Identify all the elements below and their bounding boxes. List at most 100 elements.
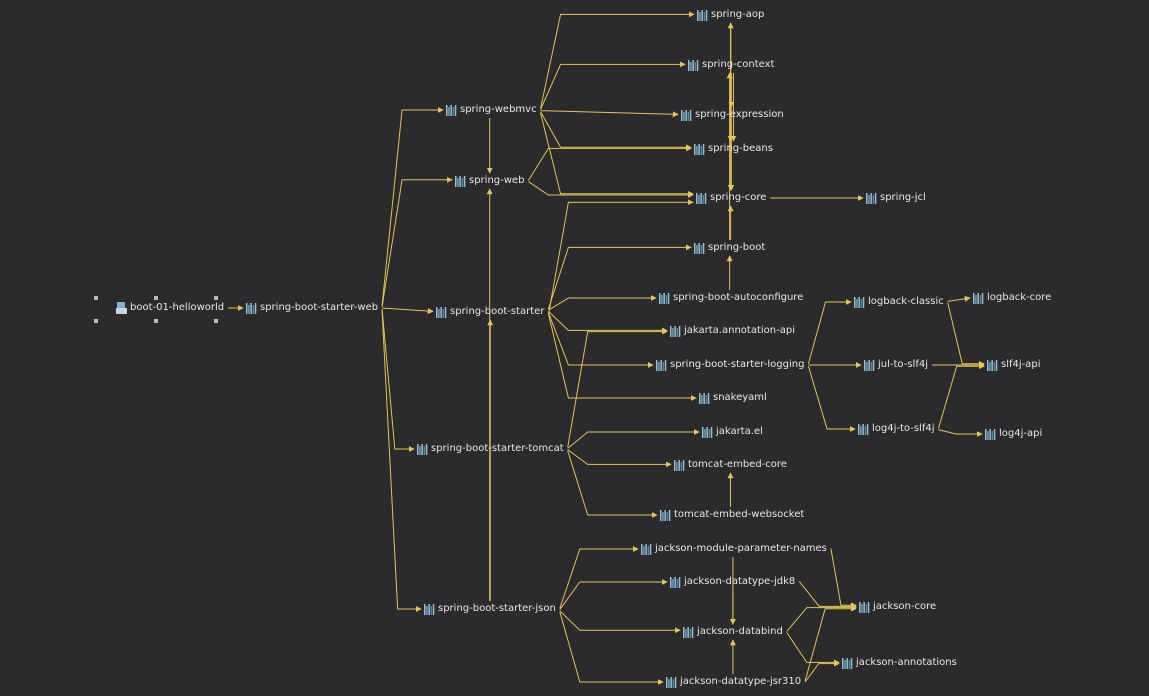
maven-artifact-icon — [694, 242, 705, 254]
selection-handle[interactable] — [154, 319, 158, 323]
dependency-node-label: spring-expression — [695, 109, 784, 120]
dependency-node-tws[interactable]: tomcat-embed-websocket — [660, 508, 804, 522]
maven-artifact-icon — [854, 296, 865, 308]
dependency-node-label: boot-01-helloworld — [130, 302, 225, 313]
dependency-node-jdk8[interactable]: jackson-datatype-jdk8 — [670, 575, 795, 589]
maven-artifact-icon — [670, 576, 681, 588]
dependency-node-logging[interactable]: spring-boot-starter-logging — [656, 358, 804, 372]
dependency-node-jcore[interactable]: jackson-core — [859, 600, 936, 614]
dependency-edge-ssw-starter — [382, 307, 434, 315]
maven-artifact-icon — [670, 325, 681, 337]
dependency-node-label: slf4j-api — [1001, 359, 1041, 370]
selection-handle[interactable] — [154, 296, 158, 300]
dependency-node-label: spring-boot-starter-json — [438, 603, 556, 614]
selection-handle[interactable] — [94, 296, 98, 300]
dependency-node-label: jackson-annotations — [856, 657, 957, 668]
dependency-node-label: spring-boot — [708, 242, 766, 253]
dependency-node-log4japi[interactable]: log4j-api — [985, 427, 1042, 441]
dependency-node-webmvc[interactable]: spring-webmvc — [446, 103, 537, 117]
dependency-node-databind[interactable]: jackson-databind — [683, 625, 783, 639]
dependency-node-tomcatstarter[interactable]: spring-boot-starter-tomcat — [417, 442, 564, 456]
dependency-edge-ssw-jsonstarter — [381, 310, 422, 612]
dependency-edge-ssw-webmvc — [381, 107, 444, 306]
dependency-node-label: spring-boot-starter-tomcat — [431, 443, 564, 454]
dependency-node-logbackclassic[interactable]: logback-classic — [854, 295, 944, 309]
maven-artifact-icon — [436, 306, 447, 318]
selection-handle[interactable] — [94, 319, 98, 323]
dependency-node-jakann[interactable]: jakarta.annotation-api — [670, 324, 795, 338]
dependency-node-context[interactable]: spring-context — [688, 58, 774, 72]
dependency-node-label: log4j-api — [999, 428, 1043, 439]
maven-artifact-icon — [696, 192, 707, 204]
dependency-edge-log4jtoslf-slf4j — [938, 363, 985, 429]
selection-handle[interactable] — [214, 319, 218, 323]
dependency-node-log4jtoslf[interactable]: log4j-to-slf4j — [858, 422, 934, 436]
dependency-node-jann[interactable]: jackson-annotations — [842, 656, 957, 670]
maven-artifact-icon — [694, 143, 705, 155]
dependency-node-root[interactable]: boot-01-helloworld — [116, 301, 224, 315]
dependency-node-label: spring-beans — [708, 143, 773, 154]
maven-artifact-icon — [699, 392, 710, 404]
dependency-edge-starter-jakann — [548, 311, 668, 334]
dependency-node-ssw[interactable]: spring-boot-starter-web — [246, 301, 378, 315]
dependency-node-starter[interactable]: spring-boot-starter — [436, 305, 544, 319]
dependency-node-aop[interactable]: spring-aop — [697, 8, 764, 22]
dependency-node-label: spring-boot-autoconfigure — [673, 292, 804, 303]
dependency-edge-tomcatstarter-jakel — [567, 429, 700, 449]
maven-artifact-icon — [697, 9, 708, 21]
dependency-node-jsonstarter[interactable]: spring-boot-starter-json — [424, 602, 556, 616]
maven-artifact-icon — [842, 657, 853, 669]
dependency-node-logbackcore[interactable]: logback-core — [973, 291, 1051, 305]
dependency-edge-web-beans — [527, 145, 692, 181]
dependency-edge-tomcatstarter-tws — [567, 450, 658, 518]
dependency-edge-starter-snakeyaml — [547, 313, 697, 401]
dependency-edge-ssw-web — [381, 176, 453, 307]
dependency-node-slf4j[interactable]: slf4j-api — [987, 358, 1041, 372]
maven-artifact-icon — [866, 192, 877, 204]
dependency-node-label: spring-core — [710, 192, 767, 203]
dependency-node-label: jackson-core — [873, 601, 937, 612]
dependency-edge-jsr310-jann — [804, 660, 840, 683]
maven-project-icon — [116, 302, 127, 314]
dependency-node-snakeyaml[interactable]: snakeyaml — [699, 391, 767, 405]
dependency-node-jcl[interactable]: spring-jcl — [866, 191, 926, 205]
maven-artifact-icon — [659, 292, 670, 304]
dependency-edge-ssw-tomcatstarter — [381, 309, 415, 452]
selection-handle[interactable] — [214, 296, 218, 300]
dependency-edge-webmvc-core — [540, 112, 694, 197]
dependency-edge-jdk8-jcore — [798, 581, 857, 610]
dependency-node-jultoslf[interactable]: jul-to-slf4j — [864, 358, 928, 372]
dependency-node-tcore[interactable]: tomcat-embed-core — [674, 458, 787, 472]
dependency-node-autoconf[interactable]: spring-boot-autoconfigure — [659, 291, 803, 305]
dependency-node-beans[interactable]: spring-beans — [694, 142, 773, 156]
dependency-edge-starter-logging — [547, 312, 654, 368]
dependency-node-expression[interactable]: spring-expression — [681, 108, 784, 122]
maven-artifact-icon — [858, 423, 869, 435]
dependency-edge-databind-jann — [786, 632, 840, 666]
dependency-edge-logbackclassic-slf4j — [947, 302, 985, 367]
dependency-node-label: log4j-to-slf4j — [872, 423, 935, 434]
dependency-node-jakel[interactable]: jakarta.el — [702, 425, 763, 439]
dependency-edge-jsonstarter-jdk8 — [559, 579, 668, 610]
dependency-edge-jmpn-jcore — [830, 548, 857, 609]
dependency-node-label: tomcat-embed-core — [688, 459, 787, 470]
dependency-node-label: spring-context — [702, 59, 775, 70]
dependency-edge-tomcatstarter-tcore — [567, 449, 672, 468]
dependency-edge-jsr310-jcore — [804, 605, 857, 681]
dependency-node-label: spring-aop — [711, 9, 765, 20]
maven-artifact-icon — [641, 543, 652, 555]
dependency-node-label: jackson-datatype-jsr310 — [680, 676, 802, 687]
maven-artifact-icon — [702, 426, 713, 438]
maven-artifact-icon — [987, 359, 998, 371]
dependency-node-label: jackson-module-parameter-names — [655, 543, 827, 554]
dependency-node-web[interactable]: spring-web — [455, 174, 524, 188]
dependency-node-label: spring-boot-starter-logging — [670, 359, 805, 370]
dependency-edge-jsonstarter-jsr310 — [559, 611, 664, 685]
dependency-node-jsr310[interactable]: jackson-datatype-jsr310 — [666, 675, 801, 689]
dependency-node-boot[interactable]: spring-boot — [694, 241, 765, 255]
dependency-node-core[interactable]: spring-core — [696, 191, 766, 205]
dependency-edge-starter-core — [547, 199, 694, 316]
dependency-node-jmpn[interactable]: jackson-module-parameter-names — [641, 542, 827, 556]
